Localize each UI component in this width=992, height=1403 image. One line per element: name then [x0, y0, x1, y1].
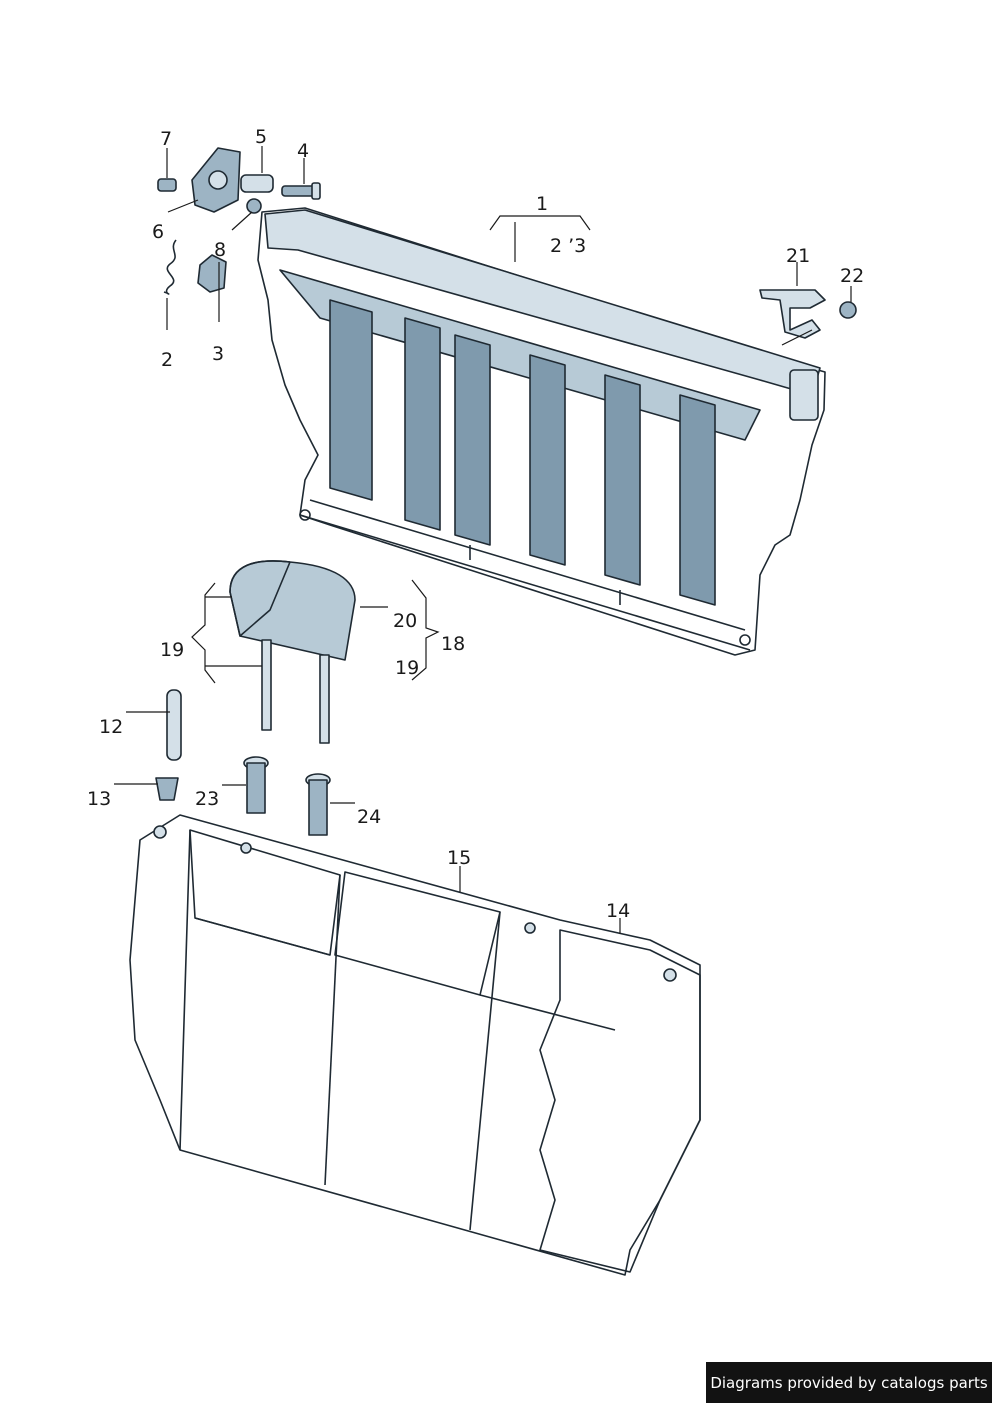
label-19a: 19	[160, 639, 184, 661]
pin-12	[166, 689, 182, 761]
label-1: 1	[536, 193, 548, 215]
label-20: 20	[393, 610, 417, 632]
label-19b: 19	[395, 657, 419, 679]
leader-lines	[114, 146, 852, 934]
label-6: 6	[152, 221, 164, 243]
seat-back-frame	[257, 207, 826, 656]
bolt-4	[281, 182, 321, 200]
screw-6	[246, 198, 262, 214]
label-23: 23	[195, 788, 219, 810]
guide-24	[305, 773, 331, 836]
label-21: 21	[786, 245, 810, 267]
headrest	[229, 560, 356, 744]
label-2: 2	[161, 349, 173, 371]
label-4: 4	[297, 140, 309, 162]
label-8: 8	[214, 239, 226, 261]
clip-13	[155, 777, 179, 801]
label-12: 12	[99, 716, 123, 738]
label-7: 7	[160, 128, 172, 150]
label-3: 3	[212, 343, 224, 365]
label-13: 13	[87, 788, 111, 810]
bushing-5	[240, 174, 274, 193]
watermark-banner: Diagrams provided by catalogs parts	[706, 1362, 992, 1403]
seat-back-cushion	[129, 814, 701, 1276]
bracket-21	[759, 289, 826, 339]
label-15: 15	[447, 847, 471, 869]
label-14: 14	[606, 900, 630, 922]
screw-22	[839, 301, 857, 319]
bolt-7	[157, 178, 177, 192]
label-18: 18	[441, 633, 465, 655]
label-5: 5	[255, 126, 267, 148]
spring-2	[163, 239, 177, 295]
callout-labels: 7 5 4 6 8 2 3 1 2 ’3 21 22 20 19 18 19 1…	[87, 126, 864, 922]
hinge-plate	[191, 147, 241, 213]
guide-23	[243, 756, 269, 814]
label-2-3: 2 ’3	[550, 235, 586, 257]
label-24: 24	[357, 806, 381, 828]
label-22: 22	[840, 265, 864, 287]
